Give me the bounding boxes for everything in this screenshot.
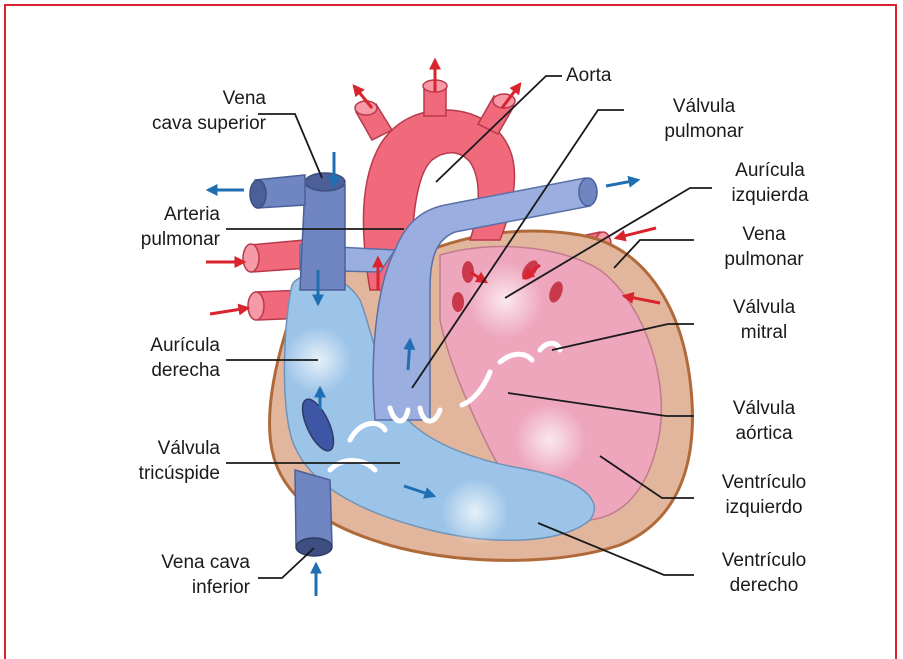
label-ventriculo-derecho: Ventrículo derecho <box>692 548 836 598</box>
label-auricula-izquierda: Aurícula izquierda <box>706 158 834 208</box>
label-valvula-pulmonar: Válvula pulmonar <box>640 94 768 144</box>
inferior-vena-cava <box>295 470 332 545</box>
label-arteria-pulmonar: Arteria pulmonar <box>100 202 220 252</box>
leader-vena-cava-superior <box>258 114 322 178</box>
label-vena-cava-inferior: Vena cava inferior <box>100 550 250 600</box>
label-auricula-derecha: Aurícula derecha <box>100 333 220 383</box>
label-valvula-tricuspide: Válvula tricúspide <box>100 436 220 486</box>
label-valvula-aortica: Válvula aórtica <box>700 396 828 446</box>
label-aorta: Aorta <box>566 63 646 88</box>
label-vena-pulmonar: Vena pulmonar <box>700 222 828 272</box>
label-ventriculo-izquierdo: Ventrículo izquierdo <box>692 470 836 520</box>
label-valvula-mitral: Válvula mitral <box>700 295 828 345</box>
superior-vena-cava <box>300 185 345 290</box>
label-vena-cava-superior: Vena cava superior <box>100 86 266 136</box>
